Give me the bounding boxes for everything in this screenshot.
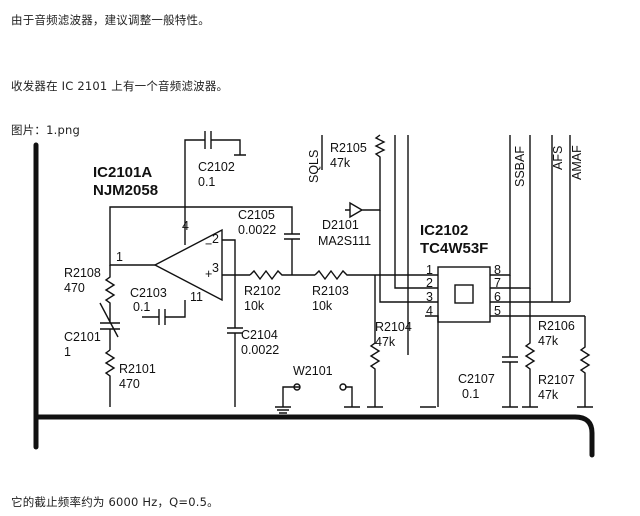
- frame-bottom-bar: [33, 414, 595, 458]
- r2106-value: 47k: [538, 334, 559, 348]
- ground-symbols: [275, 406, 593, 414]
- c2104-symbol: [227, 275, 243, 407]
- amaf-label: AMAF: [570, 145, 584, 180]
- c2101-symbol: [99, 302, 120, 350]
- afs-wire: [551, 135, 571, 302]
- d2101-label: D2101: [322, 218, 359, 232]
- c2107-value: 0.1: [462, 387, 479, 401]
- r2106-label: R2106: [538, 319, 575, 333]
- c2103-label: C2103: [130, 286, 167, 300]
- ic2-pin-6: 6: [494, 290, 501, 304]
- ic2-pin-4: 4: [426, 304, 433, 318]
- r2105-value: 47k: [330, 156, 351, 170]
- inv-input-wire: [222, 239, 236, 275]
- ic2-part: TC4W53F: [420, 240, 488, 257]
- r2103-label: R2103: [312, 284, 349, 298]
- c2103-value: 0.1: [133, 300, 150, 314]
- pin-1: 1: [116, 250, 123, 264]
- r2103-symbol: [314, 269, 375, 281]
- vertical-bus: [394, 135, 409, 355]
- pin4-supply: [184, 139, 205, 245]
- pin-11: 11: [190, 290, 203, 304]
- c2105-symbol: [284, 227, 300, 275]
- c2104-label: C2104: [241, 328, 278, 342]
- c2102-symbol: [204, 131, 246, 156]
- d2101-value: MA2S111: [318, 234, 371, 248]
- r2101-value: 470: [119, 377, 140, 391]
- intro-text: 由于音频滤波器，建议调整一般特性。: [11, 13, 210, 27]
- c2107-label: C2107: [458, 372, 495, 386]
- ic2-pin-1: 1: [426, 263, 433, 277]
- afs-label: AFS: [551, 146, 565, 170]
- c2103-symbol: [142, 300, 186, 325]
- opamp-minus: −: [205, 237, 212, 251]
- ssbaf-label: SSBAF: [513, 146, 527, 187]
- ic1-part: NJM2058: [93, 182, 158, 199]
- r2104-value: 47k: [375, 335, 396, 349]
- r2108-label: R2108: [64, 266, 101, 280]
- r2108-symbol: [104, 265, 116, 317]
- r2106-symbol: [524, 288, 536, 407]
- r2101-label: R2101: [119, 362, 156, 376]
- c2104-value: 0.0022: [241, 343, 279, 357]
- c2101-label: C2101: [64, 330, 101, 344]
- w2101-pad-left: [293, 383, 301, 391]
- r2107-label: R2107: [538, 373, 575, 387]
- ic2-pin-7: 7: [494, 276, 501, 290]
- ic2-pin-5: 5: [494, 304, 501, 318]
- r2102-symbol: [249, 269, 315, 281]
- c2105-label: C2105: [238, 208, 275, 222]
- opamp-plus: +: [205, 267, 212, 281]
- ic1-name: IC2101A: [93, 164, 152, 181]
- c2102-label: C2102: [198, 160, 235, 174]
- r2108-value: 470: [64, 281, 85, 295]
- ic2-pin-8: 8: [494, 263, 501, 277]
- r2102-value: 10k: [244, 299, 265, 313]
- opamp-symbol: [153, 228, 223, 302]
- r2104-label: R2104: [375, 320, 412, 334]
- w2101-label: W2101: [293, 364, 333, 378]
- r2107-value: 47k: [538, 388, 559, 402]
- conclusion-text: 它的截止频率约为 6000 Hz，Q=0.5。: [11, 495, 219, 509]
- audio-filter-schematic: − + IC2101A NJM2058 1 2 3 4 11 C2102 0.1…: [33, 131, 595, 458]
- ic2-body: [437, 266, 491, 323]
- c2107-symbol: [502, 275, 518, 407]
- ic2-pin-3: 3: [426, 290, 433, 304]
- location-text: 收发器在 IC 2101 上有一个音频滤波器。: [11, 79, 229, 93]
- r2103-value: 10k: [312, 299, 333, 313]
- figure-caption: 图片：1.png: [11, 123, 80, 137]
- d2101-symbol: [345, 177, 381, 219]
- ic2-switch: [454, 284, 474, 304]
- output-wire: [109, 206, 293, 266]
- r2104-symbol: [369, 275, 381, 407]
- ic2-pin-2: 2: [426, 276, 433, 290]
- pin-2: 2: [212, 232, 219, 246]
- sqls-label: SQLS: [307, 150, 321, 183]
- c2102-value: 0.1: [198, 175, 215, 189]
- r2102-label: R2102: [244, 284, 281, 298]
- ic2-input-wires: [375, 210, 439, 407]
- r2105-symbol: [374, 134, 386, 177]
- r2107-symbol: [579, 316, 591, 407]
- ic2-name: IC2102: [420, 222, 468, 239]
- w2101-pad-right: [339, 383, 347, 391]
- c2101-value: 1: [64, 345, 71, 359]
- r2105-label: R2105: [330, 141, 367, 155]
- pin-3: 3: [212, 261, 219, 275]
- r2101-symbol: [104, 349, 116, 407]
- c2105-value: 0.0022: [238, 223, 276, 237]
